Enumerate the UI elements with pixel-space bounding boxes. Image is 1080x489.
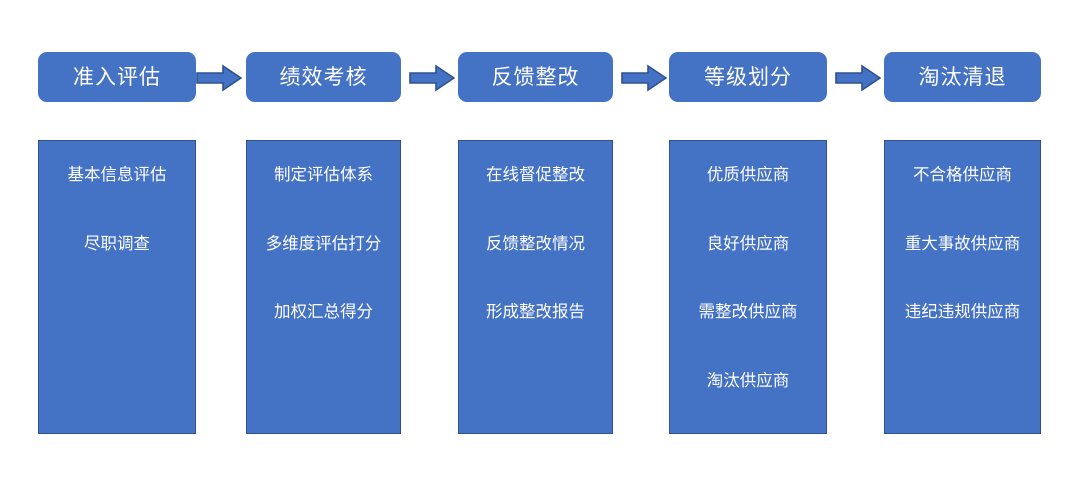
list-item: 违纪违规供应商	[904, 303, 1021, 321]
stage-1: 准入评估 基本信息评估 尽职调查	[38, 0, 196, 489]
list-item: 良好供应商	[706, 234, 790, 253]
list-item: 淘汰供应商	[706, 371, 790, 390]
stage-header-label-1: 准入评估	[73, 65, 161, 89]
stage-header-3[interactable]: 反馈整改	[458, 52, 613, 102]
stage-body-4: 优质供应商 良好供应商 需整改供应商 淘汰供应商	[669, 140, 827, 434]
right-arrow-icon	[621, 64, 667, 92]
stage-header-label-5: 淘汰清退	[918, 65, 1007, 89]
stage-header-label-3: 反馈整改	[491, 65, 580, 89]
stage-header-label-2: 绩效考核	[279, 65, 368, 89]
right-arrow-icon	[835, 64, 881, 92]
list-item: 在线督促整改	[486, 166, 585, 184]
list-item: 尽职调查	[84, 234, 150, 253]
list-item: 优质供应商	[706, 166, 790, 184]
list-item: 加权汇总得分	[274, 303, 373, 321]
stage-5: 淘汰清退 不合格供应商 重大事故供应商 违纪违规供应商	[884, 0, 1041, 489]
stage-body-3: 在线督促整改 反馈整改情况 形成整改报告	[458, 140, 613, 434]
stage-header-1[interactable]: 准入评估	[38, 52, 196, 102]
list-item: 基本信息评估	[67, 166, 167, 184]
stage-body-2: 制定评估体系 多维度评估打分 加权汇总得分	[246, 140, 401, 434]
stage-body-5: 不合格供应商 重大事故供应商 违纪违规供应商	[884, 140, 1041, 434]
list-item: 不合格供应商	[913, 166, 1012, 184]
list-item: 反馈整改情况	[486, 234, 585, 253]
stage-header-2[interactable]: 绩效考核	[246, 52, 401, 102]
list-item: 需整改供应商	[698, 303, 798, 321]
list-item: 形成整改报告	[486, 303, 585, 321]
list-item: 制定评估体系	[274, 166, 373, 184]
stage-2: 绩效考核 制定评估体系 多维度评估打分 加权汇总得分	[246, 0, 401, 489]
list-item: 重大事故供应商	[904, 234, 1021, 253]
stage-header-5[interactable]: 淘汰清退	[884, 52, 1041, 102]
stage-3: 反馈整改 在线督促整改 反馈整改情况 形成整改报告	[458, 0, 613, 489]
stage-header-label-4: 等级划分	[704, 65, 792, 89]
right-arrow-icon	[409, 64, 455, 92]
list-item: 多维度评估打分	[265, 234, 382, 253]
stage-body-1: 基本信息评估 尽职调查	[38, 140, 196, 434]
stage-4: 等级划分 优质供应商 良好供应商 需整改供应商 淘汰供应商	[669, 0, 827, 489]
right-arrow-icon	[196, 64, 242, 92]
stage-header-4[interactable]: 等级划分	[669, 52, 827, 102]
